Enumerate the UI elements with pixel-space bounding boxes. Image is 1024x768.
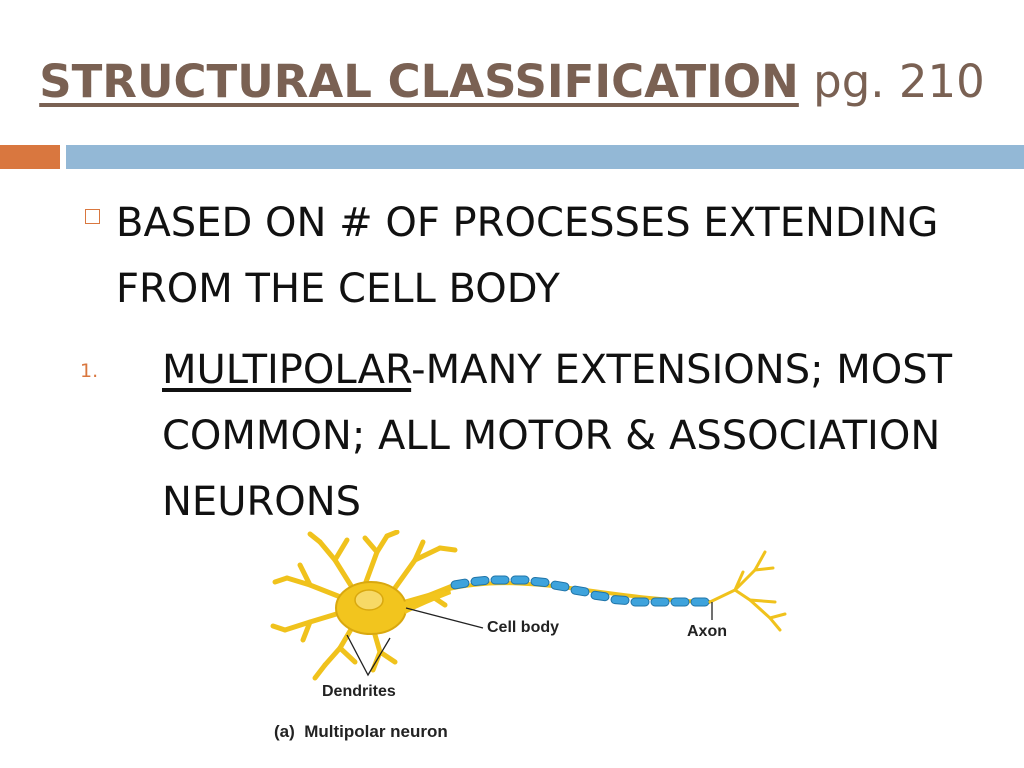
multipolar-neuron-figure: Cell body Axon Dendrites (a) Multipolar … — [270, 530, 787, 741]
list-item-description: -MANY EXTENSIONS; MOST COMMON; ALL MOTOR… — [162, 347, 953, 525]
accent-bar-blue — [66, 145, 1024, 169]
axon-terminal-illustration — [708, 550, 787, 632]
square-bullet-icon — [85, 209, 100, 224]
slide-title: STRUCTURAL CLASSIFICATION pg. 210 — [0, 52, 1024, 112]
myelin-sheath-illustration — [450, 575, 710, 607]
bullet-text: BASED ON # OF PROCESSES EXTENDING FROM T… — [116, 200, 939, 312]
dendrites-label: Dendrites — [322, 683, 396, 700]
axon-label: Axon — [687, 623, 727, 640]
figure-caption: (a) Multipolar neuron — [274, 722, 448, 741]
accent-bar-orange — [0, 145, 60, 169]
slide-title-page-ref: pg. 210 — [813, 55, 985, 108]
list-item-term: MULTIPOLAR — [162, 347, 412, 393]
list-number: 1. — [80, 360, 99, 382]
cell-body-label: Cell body — [487, 619, 559, 636]
slide-title-main: STRUCTURAL CLASSIFICATION — [39, 55, 799, 108]
list-item-text: MULTIPOLAR-MANY EXTENSIONS; MOST COMMON;… — [162, 337, 1012, 535]
